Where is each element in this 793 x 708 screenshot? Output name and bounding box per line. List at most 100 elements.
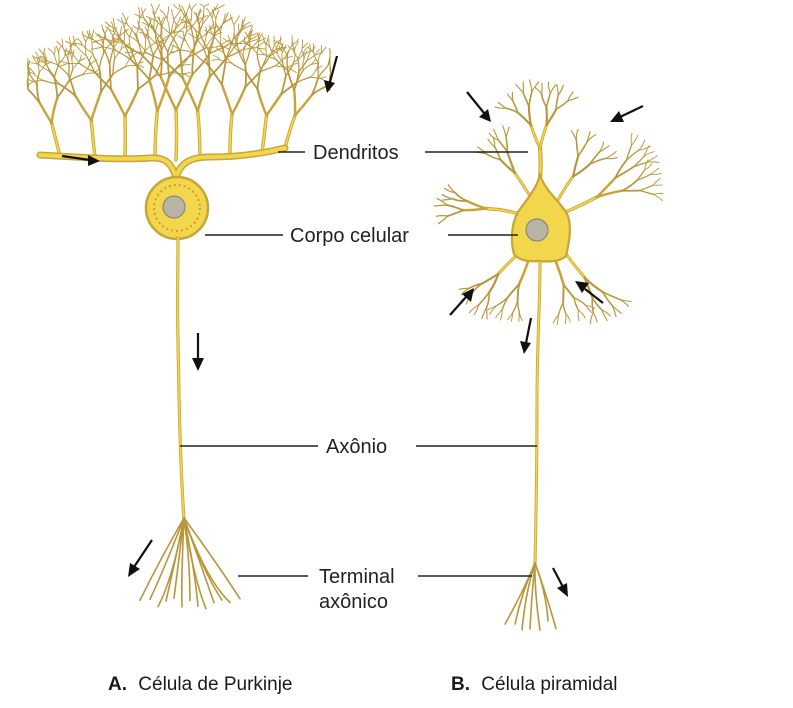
purkinje-dendrite-branch [31, 55, 40, 60]
pyramidal-dendrite-branch-core [513, 171, 531, 197]
purkinje-dendrite-branch [34, 51, 40, 60]
purkinje-dendrite-branch [198, 9, 202, 21]
purkinje-dendrite-branch [196, 75, 212, 113]
purkinje-dendrite-branch [189, 9, 193, 26]
purkinje-dendrite-branch [78, 58, 86, 63]
purkinje-dendrite-branch [229, 14, 235, 26]
purkinje-dendrite-branch [247, 36, 251, 46]
pyramidal-cell [433, 79, 664, 631]
purkinje-dendrite-branch [281, 44, 288, 56]
purkinje-terminal-branch [157, 517, 185, 608]
pyramidal-dendrite-branch [488, 272, 500, 294]
purkinje-dendrite-branch [296, 76, 310, 84]
purkinje-dendrite-branch [38, 55, 41, 64]
purkinje-dendrite-branch [215, 9, 220, 20]
caption-b: B. Célula piramidal [451, 674, 618, 695]
purkinje-dendrite-branch [102, 47, 111, 66]
purkinje-dendrite-branch [159, 24, 162, 38]
purkinje-dendrite-branch [88, 59, 98, 66]
purkinje-dendrite-branch [233, 15, 240, 26]
purkinje-dendrite-branch [110, 21, 115, 33]
purkinje-dendrite-branch [225, 38, 234, 58]
pyramidal-dendrite-branch [485, 307, 488, 320]
purkinje-dendrite-branch [308, 69, 317, 78]
purkinje-dendrite-branch [171, 44, 182, 51]
purkinje-dendrite-branch [58, 55, 66, 64]
purkinje-dendrite-branch [57, 83, 77, 97]
pyramidal-dendrite-branch-core [530, 124, 541, 149]
purkinje-dendrite-branch [113, 31, 125, 43]
pyramidal-dendrite-branch [595, 189, 624, 199]
purkinje-dendrite-branch [81, 44, 93, 54]
purkinje-dendrite-branch [159, 49, 163, 78]
purkinje-cytoplasm-texture [153, 184, 201, 232]
purkinje-dendrite-branch [136, 50, 146, 67]
pyramidal-dendrite-branch [549, 84, 557, 94]
purkinje-dendrite-branch [249, 44, 258, 54]
pyramidal-dendrite-branch [621, 179, 638, 192]
pyramidal-dendrite-branch [557, 301, 564, 316]
purkinje-dendrite-branch [232, 24, 235, 40]
pyramidal-dendrite-branch [643, 151, 655, 157]
purkinje-terminal-branch [183, 517, 231, 604]
purkinje-dendrite-branch-core [229, 113, 233, 157]
pyramidal-dendrite-branch [567, 96, 579, 102]
purkinje-dendrite-branch [281, 51, 283, 63]
purkinje-dendrite-branch [112, 27, 117, 37]
purkinje-dendrite-branch [53, 62, 60, 78]
purkinje-dendrite-branch [109, 87, 127, 118]
purkinje-cell [26, 3, 332, 610]
purkinje-dendrite-branch [202, 47, 209, 66]
purkinje-dendrite-branch [202, 10, 214, 25]
purkinje-dendrite-branch [141, 7, 145, 19]
purkinje-dendrite-branch [78, 62, 96, 73]
purkinje-dendrite-branch [244, 49, 251, 66]
purkinje-dendrite-branch [170, 22, 182, 34]
pyramidal-dendrite-branch [653, 193, 663, 202]
pyramidal-dendrite-branch [447, 184, 456, 194]
pyramidal-dendrite-branch [572, 162, 591, 178]
pyramidal-nucleus [525, 218, 549, 242]
purkinje-dendrite-branch [85, 41, 87, 57]
purkinje-dendrite-branch [198, 19, 201, 35]
purkinje-dendrite-branch [100, 73, 114, 93]
pyramidal-dendrite-branch [589, 157, 606, 165]
purkinje-dendrite-branch [133, 50, 148, 54]
purkinje-dendrite-branch [147, 78, 159, 113]
pyramidal-dendrite-branch [589, 311, 594, 325]
purkinje-dendrite-branch [89, 90, 103, 122]
purkinje-dendrite-branch [140, 54, 162, 78]
purkinje-dendrite-branch [242, 44, 247, 57]
pyramidal-dendrite-branch [487, 138, 496, 148]
purkinje-dendrite-branch [32, 56, 40, 66]
purkinje-dendrite-branch [318, 77, 326, 83]
purkinje-dendrite-branch [282, 44, 287, 53]
purkinje-dendrite-branch [297, 47, 303, 59]
purkinje-dendrite-branch [114, 28, 124, 44]
purkinje-dendrite-branch [317, 65, 329, 78]
pyramidal-dendrite-branch [592, 311, 598, 323]
pyramidal-dendrite-branch [435, 214, 449, 217]
purkinje-dendrite-branch [172, 3, 183, 12]
purkinje-dendrite-branch [38, 64, 50, 72]
pyramidal-dendrite-branch [552, 314, 559, 324]
purkinje-terminal-branch [183, 517, 207, 610]
purkinje-dendrite-branch [150, 3, 155, 16]
purkinje-dendrite-branch [93, 71, 112, 90]
pyramidal-dendrite-branch [441, 194, 454, 200]
purkinje-nucleus [162, 195, 186, 219]
pyramidal-dendrite-branch [528, 79, 533, 92]
purkinje-dendrite-branch [181, 76, 199, 113]
pyramidal-dendrite-branch [446, 204, 465, 212]
purkinje-dendrite-branch [173, 11, 181, 20]
pyramidal-dendrite-branch [478, 291, 490, 306]
purkinje-dendrite-branch [205, 45, 221, 49]
purkinje-dendrite-branch [72, 61, 80, 70]
purkinje-dendrite-branch [132, 24, 142, 30]
purkinje-dendrite-branch [293, 93, 314, 117]
purkinje-dendrite-branch [98, 33, 103, 43]
pyramidal-dendrite-branch [487, 305, 497, 311]
purkinje-dendrite-branch [174, 27, 184, 37]
pyramidal-dendrite-branch [562, 301, 567, 315]
purkinje-dendrite-branch [38, 60, 48, 63]
